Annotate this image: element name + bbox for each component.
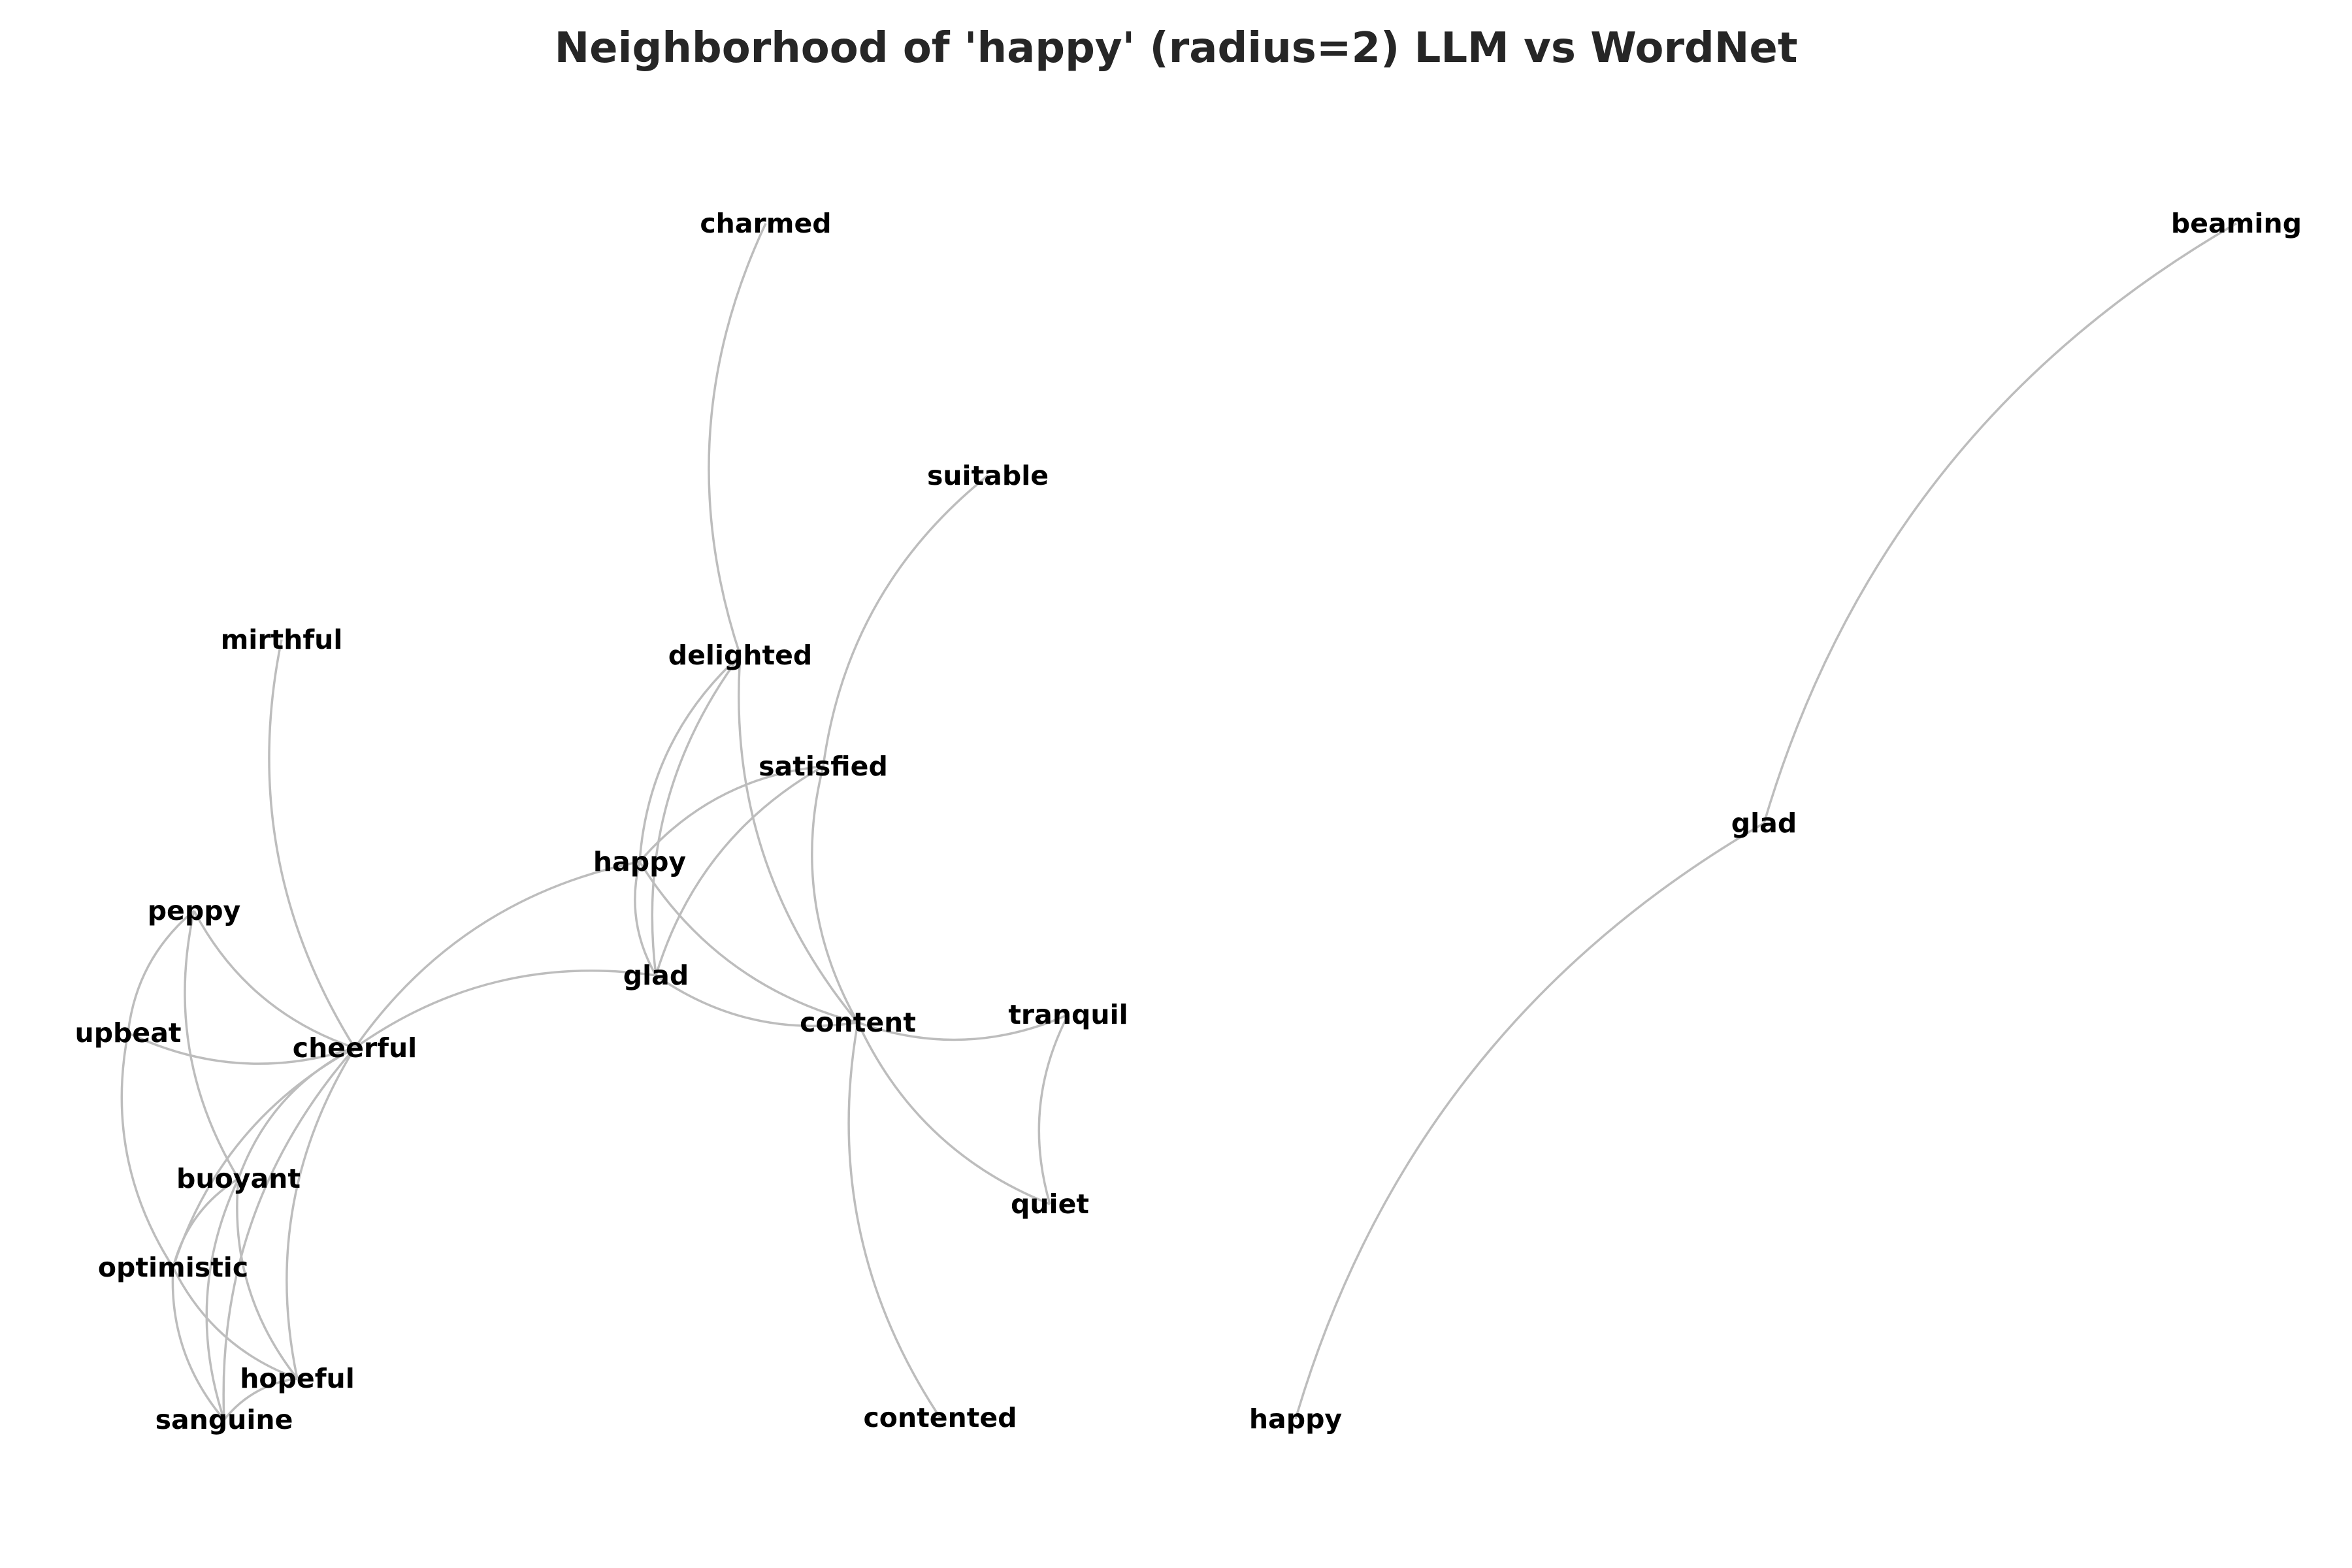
node-llm-content: content [800, 1007, 916, 1038]
edge-llm-suitable-satisfied [822, 474, 989, 767]
edge-llm-happy-content [638, 861, 858, 1024]
node-llm-sanguine: sanguine [155, 1404, 293, 1435]
node-llm-upbeat: upbeat [75, 1017, 182, 1049]
node-llm-optimistic: optimistic [98, 1252, 248, 1283]
edge-llm-content-quiet [857, 1022, 1051, 1205]
node-llm-suitable: suitable [927, 460, 1049, 491]
nodes-layer: charmed suitable mirthful delighted satisfie… [75, 208, 2302, 1435]
node-llm-charmed: charmed [700, 208, 831, 239]
edge-llm-cheerful-hopeful [286, 1047, 356, 1379]
edge-wordnet-glad-happy [1294, 822, 1765, 1420]
node-llm-happy: happy [593, 846, 686, 877]
node-llm-delighted: delighted [668, 640, 813, 671]
edge-llm-satisfied-glad [655, 765, 824, 976]
edge-llm-upbeat-optimistic [120, 1032, 174, 1268]
edge-llm-buoyant-optimistic [172, 1177, 239, 1268]
edge-llm-optimistic-hopeful [172, 1267, 298, 1380]
edges-layer [120, 222, 2237, 1421]
node-wordnet-beaming: beaming [2171, 208, 2302, 239]
node-llm-peppy: peppy [148, 895, 241, 926]
edge-llm-delighted-happy [638, 654, 742, 862]
edge-llm-upbeat-cheerful [127, 1032, 355, 1065]
edge-llm-content-tranquil [857, 1013, 1069, 1041]
node-wordnet-happy: happy [1249, 1403, 1342, 1435]
edge-llm-satisfied-happy [638, 765, 824, 863]
node-wordnet-glad: glad [1731, 808, 1797, 839]
node-llm-mirthful: mirthful [221, 624, 343, 655]
edge-llm-peppy-upbeat [127, 909, 195, 1034]
node-llm-cheerful: cheerful [293, 1032, 417, 1064]
chart-title: Neighborhood of 'happy' (radius=2) LLM v… [555, 24, 1798, 73]
edge-llm-hopeful-sanguine [223, 1377, 298, 1421]
node-llm-glad: glad [623, 960, 689, 991]
node-llm-quiet: quiet [1011, 1188, 1089, 1220]
edge-llm-charmed-delighted [708, 223, 767, 656]
edge-llm-cheerful-sanguine [222, 1047, 356, 1420]
edge-llm-tranquil-quiet [1037, 1014, 1070, 1205]
edge-llm-peppy-cheerful [193, 910, 355, 1049]
edge-llm-happy-glad [634, 861, 657, 976]
node-llm-satisfied: satisfied [759, 751, 888, 782]
edge-llm-buoyant-sanguine [205, 1178, 240, 1420]
edge-llm-delighted-glad [651, 654, 742, 976]
edge-llm-happy-cheerful [353, 860, 640, 1049]
edge-llm-mirthful-cheerful [268, 639, 356, 1049]
edge-llm-peppy-buoyant [184, 910, 240, 1179]
edge-llm-content-contented [847, 1022, 941, 1418]
node-llm-contented: contented [863, 1402, 1017, 1433]
node-llm-buoyant: buoyant [176, 1163, 301, 1194]
edge-llm-delighted-content [738, 655, 859, 1024]
edge-llm-optimistic-sanguine [171, 1267, 225, 1421]
node-llm-tranquil: tranquil [1008, 999, 1128, 1030]
edge-llm-satisfied-content [811, 766, 859, 1023]
edge-wordnet-beaming-glad [1763, 222, 2237, 824]
edge-llm-buoyant-hopeful [236, 1178, 299, 1380]
edge-llm-glad-content [655, 974, 858, 1028]
edge-llm-glad-cheerful [353, 970, 657, 1049]
node-llm-hopeful: hopeful [240, 1363, 355, 1394]
